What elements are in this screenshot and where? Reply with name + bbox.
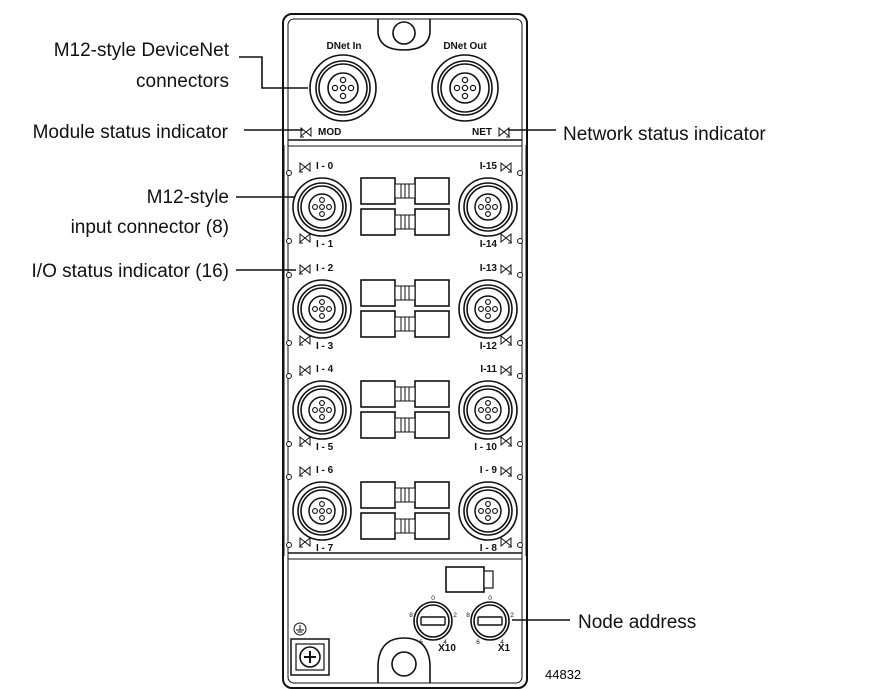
switch-digit: 4 [443, 639, 447, 646]
io-row: I - 0 I - 1 I-15I-14 [286, 161, 523, 250]
io-label-left-bottom: I - 3 [316, 341, 334, 352]
callout-io-status: I/O status indicator (16) [32, 261, 229, 282]
switch-digit: 8 [409, 612, 413, 619]
io-label-right-bottom: I - 10 [474, 442, 497, 453]
io-label-left-top: I - 0 [316, 161, 334, 172]
io-label-left-bottom: I - 1 [316, 239, 334, 250]
switch-digit: 2 [453, 612, 457, 619]
input-connector-left [292, 481, 352, 541]
edge-dot [517, 441, 523, 447]
dnet-in-connector [309, 54, 377, 122]
rotary-switch[interactable]: 0 8 2 6 4X1 [466, 595, 514, 654]
edge-dot [517, 238, 523, 244]
dnet-in-label: DNet In [327, 41, 362, 52]
switch-digit: 6 [419, 639, 423, 646]
callout-input-connector-line1: M12-style [147, 187, 229, 208]
edge-dot [517, 474, 523, 480]
switch-label: X10 [438, 643, 456, 654]
edge-dot [517, 272, 523, 278]
callout-module-status: Module status indicator [33, 122, 229, 143]
mod-label: MOD [318, 127, 341, 138]
edge-dot [286, 238, 292, 244]
io-label-left-bottom: I - 5 [316, 442, 334, 453]
switch-digit: 0 [488, 595, 492, 602]
switch-digit: 6 [476, 639, 480, 646]
edge-dot [286, 474, 292, 480]
io-label-right-top: I-13 [480, 263, 498, 274]
io-label-right-top: I-11 [480, 364, 497, 375]
cover-plug [445, 566, 485, 593]
net-label: NET [472, 127, 492, 138]
switch-digit: 0 [431, 595, 435, 602]
io-row: I - 2 I - 3 I-13I-12 [286, 263, 523, 352]
bottom-mounting-hole [377, 637, 431, 683]
input-connector-left [292, 177, 352, 237]
edge-dot [286, 272, 292, 278]
io-label-right-top: I-15 [480, 161, 498, 172]
switch-digit: 4 [500, 639, 504, 646]
callout-devicenet-line2: connectors [136, 71, 229, 92]
dnet-out-label: DNet Out [443, 41, 487, 52]
input-connector-right [458, 279, 518, 339]
ground-screw [290, 638, 330, 676]
edge-dot [286, 340, 292, 346]
io-label-right-bottom: I-12 [480, 341, 498, 352]
input-connector-left [292, 279, 352, 339]
input-connector-right [458, 481, 518, 541]
ground-icon [293, 622, 307, 636]
callout-devicenet-line1: M12-style DeviceNet [54, 40, 230, 61]
switch-label: X1 [498, 643, 511, 654]
figure-number: 44832 [545, 667, 581, 682]
edge-dot [517, 340, 523, 346]
callout-node-address: Node address [578, 612, 696, 633]
node-address-section [445, 566, 494, 593]
edge-dot [286, 373, 292, 379]
io-section: I - 0I - 1I-15I-14I - 2I - 3I-13I-12I - … [286, 161, 523, 554]
io-label-right-bottom: I - 8 [480, 543, 498, 554]
io-label-left-top: I - 2 [316, 263, 334, 274]
switch-slot [420, 616, 446, 626]
edge-dot [286, 542, 292, 548]
io-label-right-bottom: I-14 [480, 239, 498, 250]
switch-slot [477, 616, 503, 626]
edge-dot [517, 373, 523, 379]
input-connector-left [292, 380, 352, 440]
io-label-right-top: I - 9 [480, 465, 498, 476]
io-label-left-top: I - 6 [316, 465, 334, 476]
input-connector-right [458, 177, 518, 237]
io-label-left-bottom: I - 7 [316, 543, 334, 554]
top-mounting-hole [377, 19, 431, 51]
edge-dot [286, 170, 292, 176]
io-label-left-top: I - 4 [316, 364, 334, 375]
callout-input-connector-line2: input connector (8) [71, 217, 229, 238]
edge-dot [517, 170, 523, 176]
io-row: I - 4 I - 5 I-11 I - 10 [286, 364, 523, 453]
dnet-out-connector [431, 54, 499, 122]
input-connector-right [458, 380, 518, 440]
switch-digit: 8 [466, 612, 470, 619]
leader-devicenet [239, 56, 308, 89]
edge-dot [517, 542, 523, 548]
edge-dot [286, 441, 292, 447]
callout-network-status: Network status indicator [563, 124, 766, 145]
io-row: I - 6 I - 7 I - 9 I - 8 [286, 465, 523, 554]
leader-lines [236, 56, 570, 621]
switch-digit: 2 [510, 612, 514, 619]
